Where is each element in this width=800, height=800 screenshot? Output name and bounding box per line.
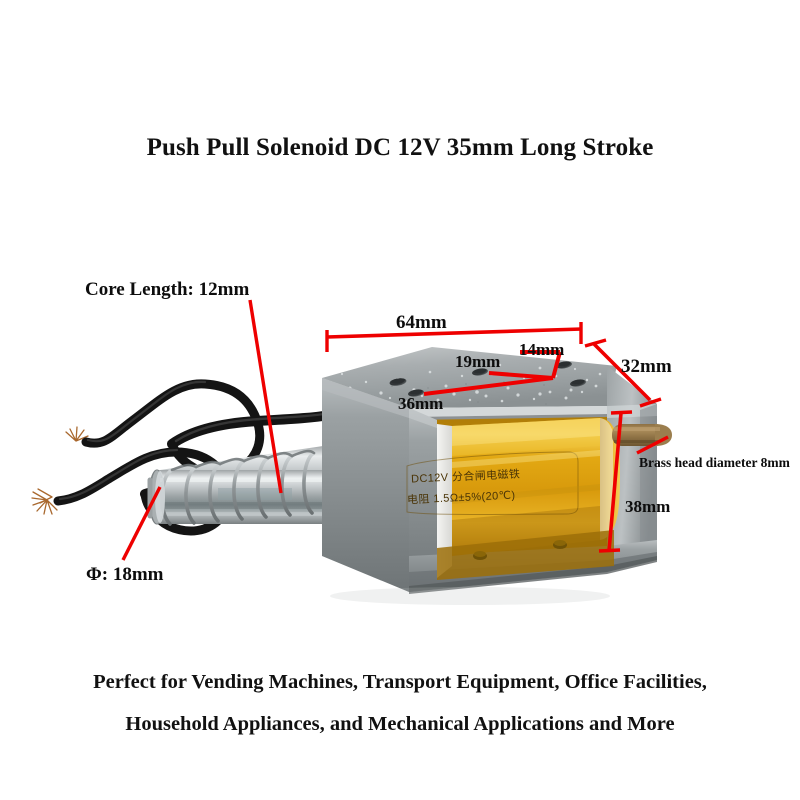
spring-back-coils <box>170 449 316 472</box>
mounting-holes <box>389 361 586 397</box>
leader-brass-head <box>636 435 669 455</box>
dimension-lines <box>121 299 669 561</box>
leader-phi <box>121 486 162 561</box>
annotation-depth-32mm: 32mm <box>621 356 672 377</box>
product-shadow <box>330 587 610 605</box>
caption-line-1: Perfect for Vending Machines, Transport … <box>93 671 707 693</box>
annotation-core-length: Core Length: 12mm <box>85 279 250 300</box>
copper-strands <box>31 426 89 515</box>
annotation-hole-spacing-14mm: 14mm <box>519 340 565 359</box>
dimension-38mm <box>598 410 633 553</box>
coil-bobbin <box>406 418 620 580</box>
annotation-width-64mm: 64mm <box>396 312 447 333</box>
annotation-height-38mm: 38mm <box>625 497 671 516</box>
caption-line-2: Household Appliances, and Mechanical App… <box>125 713 675 735</box>
leader-core-length <box>248 299 283 494</box>
leader-14mm-vertical <box>551 351 562 379</box>
annotation-brass-head-diameter: Brass head diameter 8mm <box>639 455 790 470</box>
plunger-core-assembly <box>147 445 338 526</box>
leader-36mm <box>423 376 554 396</box>
annotation-hole-spacing-36mm: 36mm <box>398 394 444 413</box>
dimension-32mm <box>584 338 662 408</box>
brass-plunger-head <box>612 424 672 446</box>
annotation-diameter-phi: Φ: 18mm <box>86 564 164 585</box>
annotation-hole-spacing-19mm: 19mm <box>455 352 501 371</box>
dimension-64mm <box>325 322 583 352</box>
leader-19mm <box>488 371 554 380</box>
page-title: Push Pull Solenoid DC 12V 35mm Long Stro… <box>146 134 654 161</box>
